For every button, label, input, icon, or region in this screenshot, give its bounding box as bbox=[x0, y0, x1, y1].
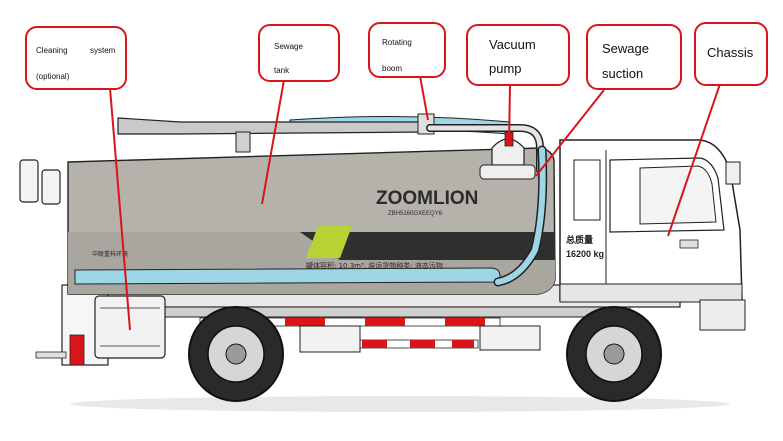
leader-chassis bbox=[667, 83, 721, 237]
rear-wheel bbox=[188, 306, 284, 402]
callout-sewage-suction-line1: Sewage bbox=[602, 41, 649, 56]
leader-sewage-tank bbox=[261, 79, 285, 205]
capacity-text: 罐体容积: 10.3m³, 装运货物种类: 液态污物 bbox=[306, 261, 443, 270]
leader-vacuum-pump bbox=[508, 83, 511, 147]
callout-vacuum-pump-line1: Vacuum bbox=[489, 37, 536, 52]
leader-lines bbox=[109, 75, 721, 331]
callout-cleaning-line2: (optional) bbox=[36, 72, 70, 81]
callout-sewage-tank-line2: tank bbox=[274, 66, 290, 75]
callout-vacuum-pump-line2: pump bbox=[489, 61, 522, 76]
leader-sewage-suction bbox=[535, 89, 605, 177]
company-mark-text: 中联重科环境 bbox=[92, 250, 128, 258]
weight-label: 总质量 bbox=[566, 234, 593, 246]
leader-cleaning bbox=[109, 87, 131, 331]
brand-logo-text: ZOOMLION bbox=[376, 188, 478, 209]
vacuum-pump bbox=[479, 131, 536, 180]
callout-cleaning-line1-right: system bbox=[90, 46, 116, 55]
callout-sewage-tank-line1: Sewage bbox=[274, 42, 303, 51]
callout-chassis: Chassis bbox=[694, 22, 768, 86]
callout-sewage-tank: Sewage tank bbox=[258, 24, 340, 82]
callout-sewage-suction: Sewage suction bbox=[586, 24, 682, 90]
callout-rotating-boom: Rotating boom bbox=[368, 22, 446, 78]
callout-rotating-boom-line2: boom bbox=[382, 64, 403, 73]
truck-cab bbox=[559, 139, 746, 331]
sewage-tank bbox=[67, 115, 556, 295]
front-wheel bbox=[566, 306, 662, 402]
model-text: ZBH5160GXEEQY6 bbox=[388, 211, 443, 217]
callout-chassis-line1: Chassis bbox=[707, 45, 754, 60]
callout-rotating-boom-line1: Rotating bbox=[382, 38, 412, 47]
callout-cleaning-system: Cleaning system (optional) bbox=[25, 26, 127, 90]
leader-rotating-boom bbox=[419, 75, 429, 121]
weight-value: 16200 kg bbox=[566, 249, 604, 259]
callout-vacuum-pump: Vacuum pump bbox=[466, 24, 570, 86]
callout-cleaning-line1-left: Cleaning bbox=[36, 46, 68, 55]
callout-sewage-suction-line2: suction bbox=[602, 66, 644, 81]
